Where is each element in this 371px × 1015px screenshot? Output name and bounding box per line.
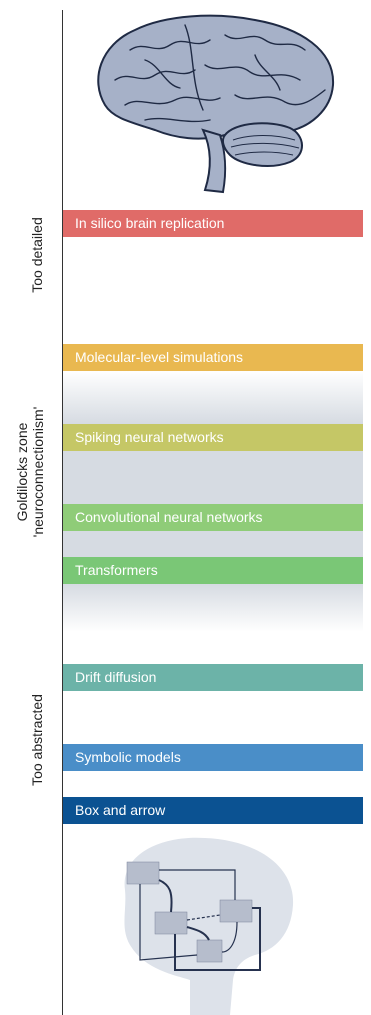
flow-box (126, 861, 160, 885)
flow-box (196, 939, 223, 963)
band-drift-diffusion: Drift diffusion (63, 664, 363, 691)
axis-line (62, 10, 63, 1015)
cerebellum-shape (221, 122, 303, 167)
gradient-band (63, 531, 363, 558)
band-symbolic-models: Symbolic models (63, 744, 363, 771)
band-box-and-arrow: Box and arrow (63, 797, 363, 824)
gradient-band (63, 451, 363, 506)
zone-label-goldilocks: Goldilocks zone 'neuroconnectionism' (14, 407, 46, 538)
zone-label-too-abstracted: Too abstracted (29, 694, 45, 786)
brain-silhouette (124, 837, 294, 1015)
brain-stem-shape (201, 128, 227, 194)
band-in-silico-brain-replication: In silico brain replication (63, 210, 363, 237)
goldilocks-line-1: Goldilocks zone (14, 422, 30, 522)
zone-label-too-detailed: Too detailed (29, 217, 45, 293)
band-molecular-level-simulations: Molecular-level simulations (63, 344, 363, 371)
band-spiking-neural-networks: Spiking neural networks (63, 424, 363, 451)
flow-arrows (139, 869, 261, 971)
band-convolutional-neural-networks: Convolutional neural networks (63, 504, 363, 531)
cerebrum-shape (97, 14, 335, 140)
gradient-band (63, 371, 363, 424)
gradient-band (63, 584, 363, 632)
cerebellum-folds (230, 135, 300, 156)
band-transformers: Transformers (63, 557, 363, 584)
flow-box (154, 911, 188, 935)
detailed-brain-illustration (97, 14, 335, 194)
goldilocks-line-2: 'neuroconnectionism' (30, 406, 46, 538)
box-and-arrow-brain-illustration (124, 837, 294, 1015)
flow-box (219, 899, 253, 923)
brain-folds (114, 24, 326, 123)
